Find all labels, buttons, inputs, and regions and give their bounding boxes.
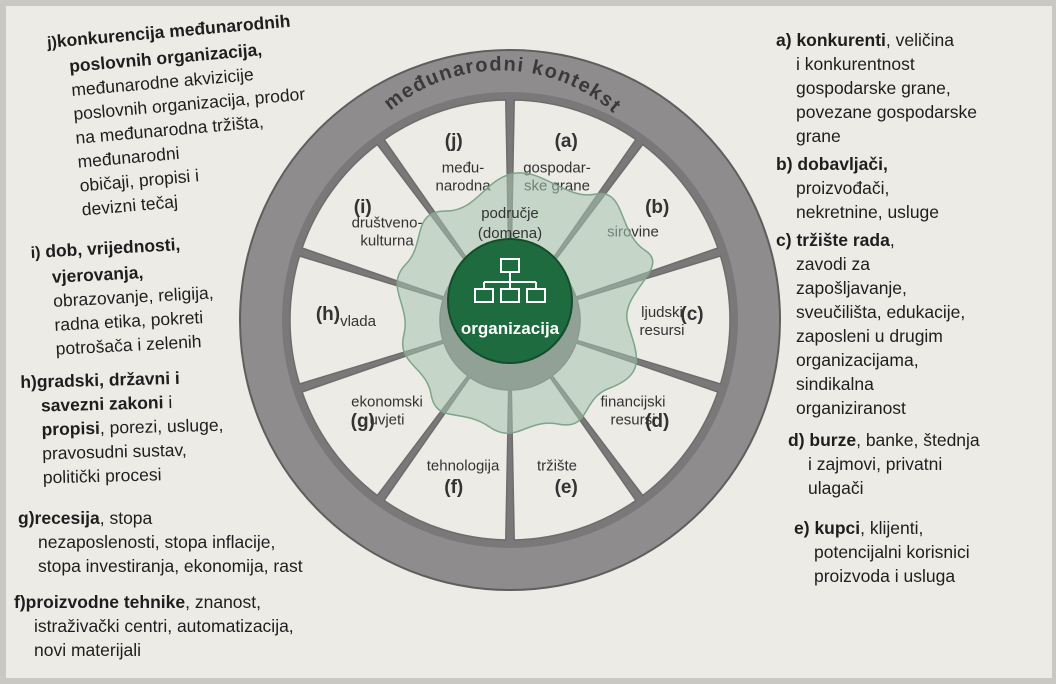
note-text: , stopa [99,508,153,528]
note-e: e) kupci, klijenti, potencijalni korisni… [794,516,970,588]
segment-letter: (i) [354,197,372,218]
note-bold: savezni zakoni [40,392,164,416]
note-line: i zajmovi, privatni [808,454,943,474]
note-line: zavodi za [796,254,870,274]
note-line: istraživački centri, automatizacija, [34,616,294,636]
note-line: potencijalni korisnici [814,542,970,562]
note-text: , [889,230,895,250]
note-line: stopa investiranja, ekonomija, rast [38,556,303,576]
segment-label: resursi [610,411,655,428]
segment-label: kulturna [360,233,414,250]
note-line: nezaposlenosti, stopa inflacije, [38,532,276,552]
note-line: i konkurentnost [796,54,915,74]
note-letter: h) [20,371,38,392]
note-f: f)proizvodne tehnike, znanost, istraživa… [14,590,294,662]
center-label: organizacija [461,319,560,338]
segment-label: ljudski [641,304,683,321]
segment-letter: (h) [316,304,340,325]
note-line: nekretnine, usluge [796,202,940,222]
note-bold: konkurenti [796,30,886,50]
segment-letter: (g) [351,411,375,432]
note-line: organizacijama, [796,350,919,370]
note-text: , znanost, [185,592,262,612]
segment-label: uvjeti [370,411,405,428]
note-line: proizvođači, [796,178,890,198]
segment-letter: (f) [444,477,463,498]
segment-label: među- [442,159,485,176]
note-bold: propisi [41,417,101,440]
note-d: d) burze, banke, štednja i zajmovi, priv… [788,428,980,500]
note-bold: dobavljači, [797,154,888,174]
note-bold: gradski, državni i [36,367,181,392]
note-text: , klijenti, [860,518,924,538]
segment-label: narodna [435,177,491,194]
segment-letter: (j) [445,131,463,152]
segment-label: vlada [340,313,377,330]
page: (a)gospodar-ske grane(b)sirovine(c)ljuds… [6,6,1052,678]
note-line: proizvoda i usluga [814,566,956,586]
segment-letter: (c) [680,304,703,325]
segment-label: gospodar- [523,159,591,176]
note-bold: recesija [34,508,100,528]
segment-label: ekonomski [351,393,423,410]
note-letter: c) [776,230,792,250]
note-letter: g) [18,508,35,528]
domain-label-1: područje [481,205,539,222]
note-c: c) tržište rada, zavodi za zapošljavanje… [776,228,965,420]
note-i: i) dob, vrijednosti, vjerovanja, obrazov… [30,231,217,362]
note-line: grane [796,126,841,146]
note-bold: dob, vrijednosti, [44,234,181,262]
segment-letter: (a) [555,131,578,152]
note-text: , porezi, usluge, [99,414,224,438]
note-line: organiziranost [796,398,906,418]
note-letter: a) [776,30,792,50]
note-letter: f) [14,592,26,612]
note-g: g)recesija, stopa nezaposlenosti, stopa … [18,506,303,578]
note-bold: proizvodne tehnike [25,592,186,612]
note-bold: tržište rada [796,230,890,250]
segment-label: resursi [639,322,684,339]
org-chart-icon [474,258,546,303]
segment-letter: (b) [645,197,669,218]
note-line: ulagači [808,478,864,498]
note-text: , veličina [885,30,954,50]
note-letter: d) [788,430,805,450]
note-j: j)konkurencija međunarodnih poslovnih or… [46,8,314,223]
segment-letter: (d) [645,411,669,432]
note-text: , banke, štednja [856,430,980,450]
note-line: zaposleni u drugim [796,326,943,346]
note-a: a) konkurenti, veličina i konkurentnost … [776,28,977,148]
segment-label: tržište [537,458,577,475]
note-bold: burze [809,430,857,450]
note-bold: vjerovanja, [51,262,144,287]
environment-wheel-diagram: (a)gospodar-ske grane(b)sirovine(c)ljuds… [239,49,781,591]
segment-letter: (e) [555,477,578,498]
note-bold: kupci [814,518,861,538]
note-line: gospodarske grane, [796,78,951,98]
note-line: povezane gospodarske [796,102,977,122]
note-line: sindikalna [796,374,874,394]
note-line: novi materijali [34,640,141,660]
note-h: h)gradski, državni i savezni zakoni i pr… [20,365,225,490]
note-line: zapošljavanje, [796,278,907,298]
note-text: i [163,392,173,413]
segment-label: društveno- [352,215,423,232]
segment-label: tehnologija [427,458,500,475]
note-b: b) dobavljači, proizvođači, nekretnine, … [776,152,939,224]
segment-label: financijski [600,393,665,410]
note-letter: i) [30,244,41,262]
note-letter: e) [794,518,810,538]
domain-label-2: (domena) [478,225,542,242]
note-line: sveučilišta, edukacije, [796,302,966,322]
note-letter: b) [776,154,793,174]
